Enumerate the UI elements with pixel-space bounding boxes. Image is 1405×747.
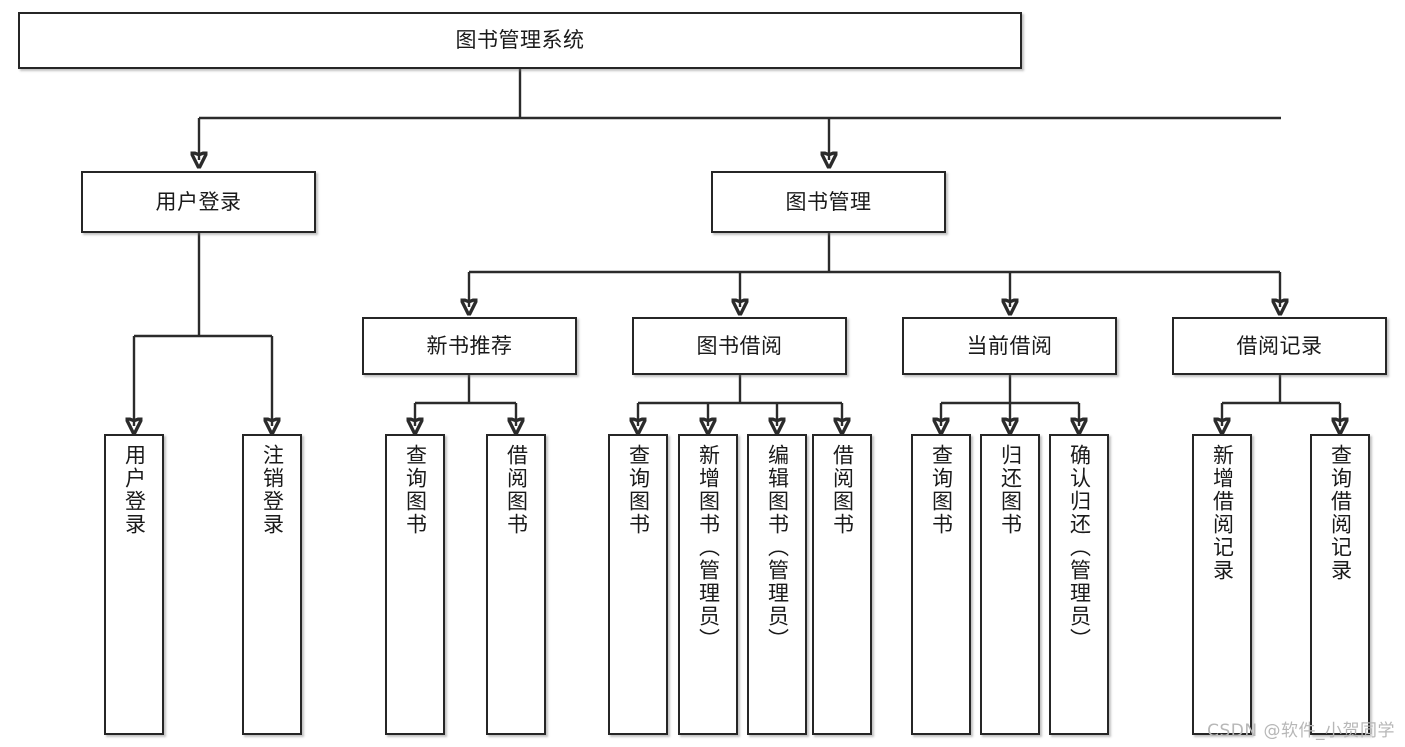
node-leaf-query-record[interactable]: 查询借阅记录 <box>1310 434 1370 735</box>
node-leaf-query-book-1[interactable]: 查询图书 <box>385 434 445 735</box>
node-borrow-record[interactable]: 借阅记录 <box>1172 317 1387 375</box>
node-leaf-add-book[interactable]: 新增图书（管理员） <box>678 434 738 735</box>
node-leaf-query-record-label: 查询借阅记录 <box>1328 444 1353 582</box>
node-leaf-add-record[interactable]: 新增借阅记录 <box>1192 434 1252 735</box>
node-leaf-edit-book-label: 编辑图书（管理员） <box>765 444 790 651</box>
node-leaf-query-book-1-label: 查询图书 <box>403 444 428 536</box>
node-leaf-logout-login-label: 注销登录 <box>260 444 285 536</box>
node-current-borrow-label: 当前借阅 <box>966 333 1053 358</box>
node-current-borrow[interactable]: 当前借阅 <box>902 317 1117 375</box>
node-leaf-borrow-book-1[interactable]: 借阅图书 <box>486 434 546 735</box>
node-leaf-add-book-label: 新增图书（管理员） <box>696 444 721 651</box>
node-leaf-query-book-3-label: 查询图书 <box>929 444 954 536</box>
node-book-borrow-label: 图书借阅 <box>696 333 783 358</box>
node-leaf-confirm-return[interactable]: 确认归还（管理员） <box>1049 434 1109 735</box>
node-leaf-return-book[interactable]: 归还图书 <box>980 434 1040 735</box>
node-book-manage[interactable]: 图书管理 <box>711 171 946 233</box>
node-user-login[interactable]: 用户登录 <box>81 171 316 233</box>
node-leaf-query-book-2-label: 查询图书 <box>626 444 651 536</box>
node-user-login-label: 用户登录 <box>155 189 242 214</box>
watermark: CSDN @软件_小贺同学 <box>1207 721 1395 741</box>
node-new-book-recommend-label: 新书推荐 <box>426 333 513 358</box>
node-leaf-user-login[interactable]: 用户登录 <box>104 434 164 735</box>
node-leaf-add-record-label: 新增借阅记录 <box>1210 444 1235 582</box>
node-book-manage-label: 图书管理 <box>785 189 872 214</box>
node-leaf-borrow-book-1-label: 借阅图书 <box>504 444 529 536</box>
node-borrow-record-label: 借阅记录 <box>1236 333 1323 358</box>
node-leaf-return-book-label: 归还图书 <box>998 444 1023 536</box>
node-leaf-query-book-2[interactable]: 查询图书 <box>608 434 668 735</box>
node-leaf-borrow-book-2-label: 借阅图书 <box>830 444 855 536</box>
node-root[interactable]: 图书管理系统 <box>18 12 1022 69</box>
node-leaf-borrow-book-2[interactable]: 借阅图书 <box>812 434 872 735</box>
node-book-borrow[interactable]: 图书借阅 <box>632 317 847 375</box>
node-leaf-edit-book[interactable]: 编辑图书（管理员） <box>747 434 807 735</box>
node-new-book-recommend[interactable]: 新书推荐 <box>362 317 577 375</box>
node-root-label: 图书管理系统 <box>455 28 585 53</box>
node-leaf-confirm-return-label: 确认归还（管理员） <box>1067 444 1092 651</box>
node-leaf-logout-login[interactable]: 注销登录 <box>242 434 302 735</box>
node-leaf-query-book-3[interactable]: 查询图书 <box>911 434 971 735</box>
node-leaf-user-login-label: 用户登录 <box>122 444 147 536</box>
